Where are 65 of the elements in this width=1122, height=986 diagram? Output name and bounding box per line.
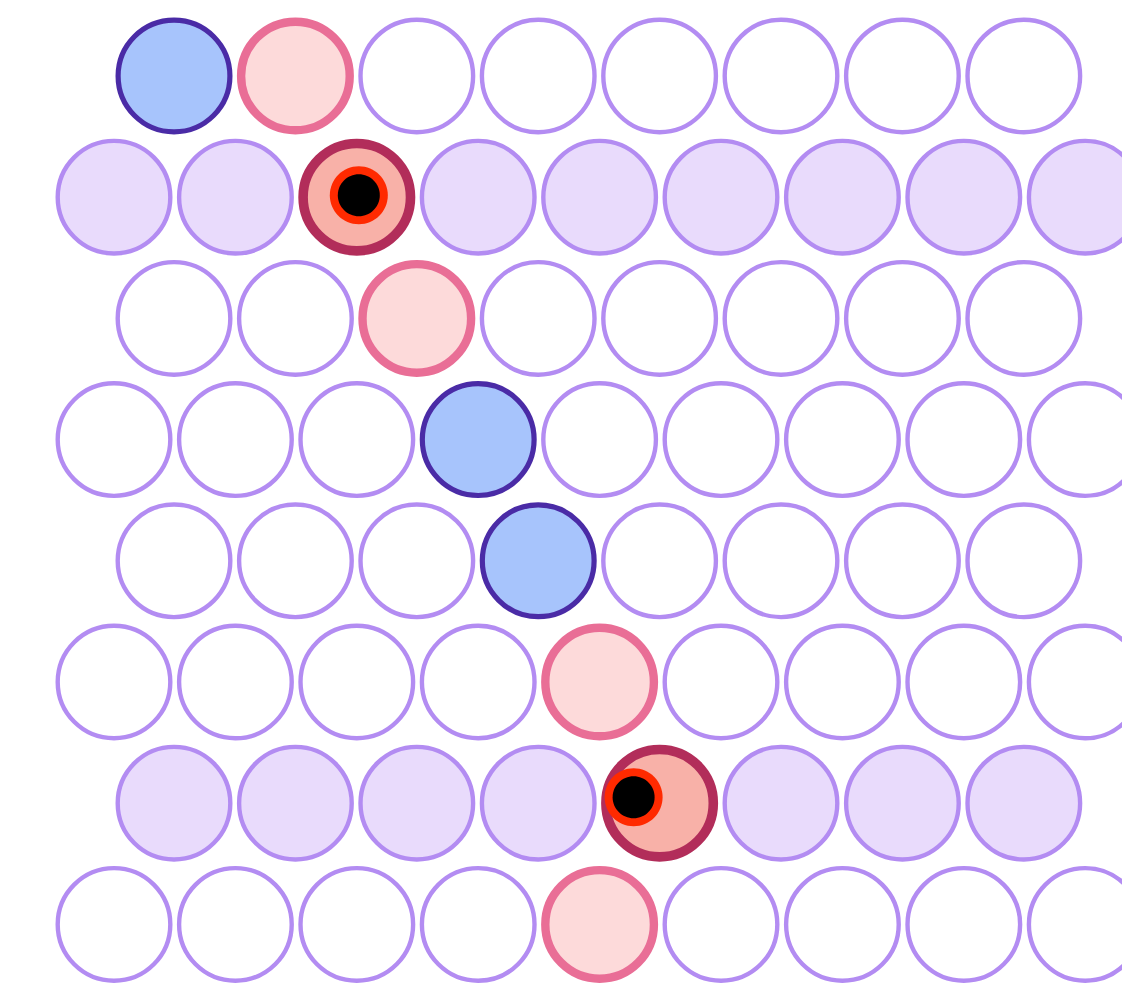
grid-circle bbox=[843, 502, 961, 620]
grid-circle bbox=[419, 865, 537, 983]
grid-circle bbox=[905, 623, 1023, 741]
grid-circle bbox=[843, 259, 961, 377]
grid-circle bbox=[965, 259, 1083, 377]
grid-circle bbox=[965, 17, 1083, 135]
grid-circle bbox=[55, 381, 173, 499]
target-circle bbox=[601, 744, 719, 862]
grid-circle bbox=[419, 623, 537, 741]
selected-circle bbox=[115, 17, 233, 135]
highlighted-circle bbox=[541, 623, 659, 741]
grid-circle bbox=[55, 865, 173, 983]
grid-circle bbox=[722, 259, 840, 377]
grid-circle bbox=[115, 259, 233, 377]
grid-circle bbox=[479, 744, 597, 862]
grid-circle bbox=[115, 502, 233, 620]
grid-circle bbox=[236, 259, 354, 377]
grid-circle bbox=[783, 381, 901, 499]
highlighted-circle bbox=[358, 259, 476, 377]
grid-circle bbox=[176, 138, 294, 256]
grid-circle bbox=[176, 865, 294, 983]
grid-circle bbox=[358, 502, 476, 620]
grid-circle bbox=[601, 17, 719, 135]
grid-circle bbox=[662, 865, 780, 983]
grid-circle bbox=[601, 259, 719, 377]
grid-circle bbox=[662, 138, 780, 256]
highlighted-circle bbox=[236, 17, 354, 135]
grid-circle bbox=[358, 17, 476, 135]
grid-circle bbox=[298, 865, 416, 983]
grid-circle bbox=[783, 138, 901, 256]
grid-circle bbox=[905, 865, 1023, 983]
grid-circle bbox=[419, 138, 537, 256]
grid-circle bbox=[601, 502, 719, 620]
grid-circle bbox=[236, 502, 354, 620]
grid-circle bbox=[722, 17, 840, 135]
grid-circle bbox=[55, 138, 173, 256]
grid-circle bbox=[843, 17, 961, 135]
grid-circle bbox=[783, 865, 901, 983]
grid-circle bbox=[298, 381, 416, 499]
grid-circle bbox=[905, 381, 1023, 499]
grid-circle bbox=[662, 623, 780, 741]
grid-circle bbox=[115, 744, 233, 862]
selected-circle bbox=[479, 502, 597, 620]
grid-circle bbox=[55, 623, 173, 741]
grid-circle bbox=[479, 17, 597, 135]
grid-circle bbox=[722, 744, 840, 862]
target-circle bbox=[298, 138, 416, 256]
grid-circle bbox=[236, 744, 354, 862]
grid-circle bbox=[905, 138, 1023, 256]
grid-circle bbox=[479, 259, 597, 377]
grid-circle bbox=[965, 502, 1083, 620]
grid-circle bbox=[1026, 138, 1122, 256]
grid-circle bbox=[176, 381, 294, 499]
grid-circle bbox=[965, 744, 1083, 862]
grid-circle bbox=[358, 744, 476, 862]
grid-circle bbox=[176, 623, 294, 741]
grid-circle bbox=[541, 138, 659, 256]
highlighted-circle bbox=[541, 865, 659, 983]
grid-circle bbox=[783, 623, 901, 741]
grid-circle bbox=[843, 744, 961, 862]
grid-circle bbox=[662, 381, 780, 499]
grid-circle bbox=[298, 623, 416, 741]
selected-circle bbox=[419, 381, 537, 499]
grid-circle bbox=[722, 502, 840, 620]
grid-circle bbox=[541, 381, 659, 499]
